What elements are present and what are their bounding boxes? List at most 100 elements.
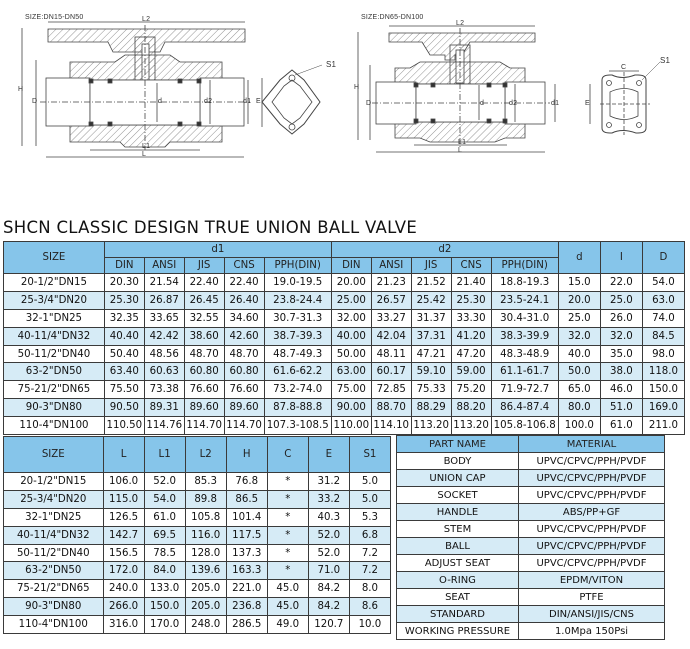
value-cell: 139.6 <box>184 561 227 581</box>
dim-d2-label-large: d2 <box>509 100 518 107</box>
col-C: C <box>266 436 309 473</box>
row-label-cell: WORKING PRESSURE <box>396 622 519 640</box>
row-label-cell: 20-1/2"DN15 <box>3 472 104 491</box>
row-label-cell: 32-1"DN25 <box>3 507 104 527</box>
value-cell: 41.20 <box>450 326 492 346</box>
value-cell: 84.2 <box>307 597 350 617</box>
col-d1-ansi: ANSI <box>143 257 185 274</box>
value-cell: 113.20 <box>450 416 492 436</box>
value-cell: 20.30 <box>103 273 145 292</box>
value-cell: 59.00 <box>450 362 492 382</box>
value-cell: 21.23 <box>370 273 412 292</box>
row-label-cell: STANDARD <box>396 605 519 623</box>
value-cell: 48.11 <box>370 344 412 364</box>
value-cell: 286.5 <box>225 615 268 635</box>
value-cell: UPVC/CPVC/PPH/PVDF <box>518 537 665 555</box>
row-label-cell: 90-3"DN80 <box>3 398 105 418</box>
dim-d-label-large: d <box>480 100 485 107</box>
value-cell: 118.0 <box>641 362 686 382</box>
value-cell: 50.0 <box>557 362 601 382</box>
value-cell: 76.8 <box>225 472 268 491</box>
value-cell: 89.8 <box>184 489 227 509</box>
row-label-cell: 50-11/2"DN40 <box>3 344 105 364</box>
value-cell: 40.0 <box>557 344 601 364</box>
dim-d1-label: d1 <box>243 98 252 105</box>
value-cell: 52.0 <box>307 525 350 545</box>
value-cell: 35.0 <box>599 344 643 364</box>
value-cell: 48.7-49.3 <box>263 344 332 364</box>
col-d2-ansi: ANSI <box>370 257 412 274</box>
col-d1-cns: CNS <box>223 257 265 274</box>
row-label-cell: 110-4"DN100 <box>3 416 105 436</box>
value-cell: 205.0 <box>184 579 227 599</box>
col-L1: L1 <box>143 436 186 473</box>
col-d1-din: DIN <box>103 257 145 274</box>
value-cell: 54.0 <box>143 489 186 509</box>
col-L: L <box>102 436 145 473</box>
value-cell: 18.8-19.3 <box>490 273 559 292</box>
value-cell: 31.2 <box>307 472 350 491</box>
value-cell: 8.6 <box>348 597 392 617</box>
value-cell: 19.0-19.5 <box>263 273 332 292</box>
value-cell: 32.00 <box>330 308 372 328</box>
value-cell: 61.0 <box>143 507 186 527</box>
value-cell: 40.40 <box>103 326 145 346</box>
value-cell: 73.2-74.0 <box>263 380 332 400</box>
value-cell: PTFE <box>518 588 665 606</box>
value-cell: 59.10 <box>410 362 452 382</box>
value-cell: 46.0 <box>599 380 643 400</box>
value-cell: 316.0 <box>102 615 145 635</box>
value-cell: 110.00 <box>330 416 372 436</box>
value-cell: 25.30 <box>103 290 145 310</box>
value-cell: 42.42 <box>143 326 185 346</box>
col-H: H <box>225 436 268 473</box>
dim-l-label-large: L <box>458 147 463 154</box>
col-d1-jis: JIS <box>183 257 225 274</box>
value-cell: 114.10 <box>370 416 412 436</box>
value-cell: 33.30 <box>450 308 492 328</box>
row-label-cell: SEAT <box>396 588 519 606</box>
value-cell: 236.8 <box>225 597 268 617</box>
value-cell: 30.4-31.0 <box>490 308 559 328</box>
value-cell: 48.56 <box>143 344 185 364</box>
value-cell: 76.60 <box>183 380 225 400</box>
value-cell: 86.4-87.4 <box>490 398 559 418</box>
value-cell: * <box>266 489 309 509</box>
value-cell: 150.0 <box>143 597 186 617</box>
value-cell: 69.5 <box>143 525 186 545</box>
value-cell: 163.3 <box>225 561 268 581</box>
col-D: D <box>641 241 686 274</box>
value-cell: 61.6-62.2 <box>263 362 332 382</box>
value-cell: 5.3 <box>348 507 392 527</box>
value-cell: 42.60 <box>223 326 265 346</box>
small-valve-drawing <box>21 21 323 158</box>
value-cell: 115.0 <box>102 489 145 509</box>
page-title: SHCN CLASSIC DESIGN TRUE UNION BALL VALV… <box>3 218 418 237</box>
value-cell: 137.3 <box>225 543 268 563</box>
value-cell: 74.0 <box>641 308 686 328</box>
value-cell: 40.3 <box>307 507 350 527</box>
technical-drawings: SIZE:DN15-DN50 L2 H D d d2 d1 L1 L E S1 … <box>0 0 690 205</box>
value-cell: 73.38 <box>143 380 185 400</box>
value-cell: 114.70 <box>183 416 225 436</box>
value-cell: 126.5 <box>102 507 145 527</box>
dim-l1-label: L1 <box>142 143 151 150</box>
value-cell: UPVC/CPVC/PPH/PVDF <box>518 452 665 470</box>
dim-e-label: E <box>256 98 261 105</box>
value-cell: 61.0 <box>599 416 643 436</box>
row-label-cell: 75-21/2"DN65 <box>3 380 105 400</box>
value-cell: 31.37 <box>410 308 452 328</box>
row-label-cell: BALL <box>396 537 519 555</box>
row-label-cell: HANDLE <box>396 503 519 521</box>
col-d2-jis: JIS <box>410 257 452 274</box>
value-cell: 150.0 <box>641 380 686 400</box>
value-cell: 32.0 <box>557 326 601 346</box>
row-label-cell: 40-11/4"DN32 <box>3 326 105 346</box>
